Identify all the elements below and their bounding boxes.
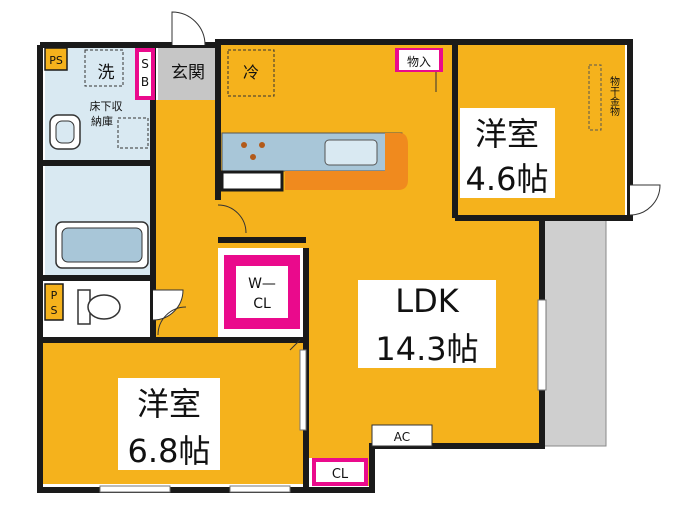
- ps-bottom-label-p: P: [51, 289, 58, 302]
- cl-label: CL: [332, 467, 349, 482]
- ldk-label-bg: [358, 280, 496, 368]
- washing-machine-space: [84, 49, 124, 87]
- drying-rack: [588, 64, 602, 131]
- windows: [99, 299, 547, 493]
- ldk-name: LDK: [395, 282, 459, 320]
- western-room-a-size: 4.6帖: [466, 160, 549, 198]
- ps-top-box: [44, 47, 68, 71]
- ps-bottom-box: [44, 283, 64, 321]
- balcony: [541, 217, 607, 447]
- shoe-box-label-b: B: [141, 75, 149, 89]
- shoe-box-label-s: S: [141, 57, 149, 71]
- kitchen-cabinet: [220, 170, 284, 192]
- stove-icon: [241, 142, 265, 160]
- western-room-b-label-bg: [118, 378, 220, 470]
- ps-top-label: PS: [49, 54, 63, 67]
- western-room-a-label-bg: [460, 108, 555, 198]
- western-room-b-name: 洋室: [137, 385, 201, 423]
- wcl-label-1: W—: [248, 276, 276, 292]
- toilet-door-icon: [152, 289, 184, 321]
- wcl-label-2: CL: [253, 296, 271, 312]
- western-room-a-door-icon: [629, 184, 661, 216]
- ps-bottom-label-s: S: [51, 304, 58, 317]
- counter-end: [285, 133, 408, 190]
- underfloor-storage-label-2: 納庫: [91, 114, 113, 128]
- storage-in-label: 物入: [407, 55, 431, 69]
- entrance-label: 玄関: [171, 63, 205, 83]
- fridge-space: [227, 49, 275, 97]
- ldk-size: 14.3帖: [375, 330, 478, 368]
- western-room-b-size: 6.8帖: [128, 432, 211, 470]
- laundry-label: 洗: [98, 63, 115, 83]
- ac-box: [371, 424, 433, 447]
- western-room-a-name: 洋室: [475, 115, 539, 153]
- drying-rack-label: 物干金物: [608, 75, 620, 117]
- entrance-door-icon: [171, 11, 206, 46]
- underfloor-storage-label-1: 床下収: [90, 99, 123, 113]
- door-swings: [157, 72, 437, 351]
- underfloor-hatch: [117, 117, 149, 149]
- toilet-icon: [77, 289, 121, 325]
- ac-label: AC: [394, 430, 410, 444]
- entrance-floor: [158, 48, 216, 100]
- fridge-label: 冷: [243, 63, 259, 82]
- sink-icon: [324, 139, 378, 166]
